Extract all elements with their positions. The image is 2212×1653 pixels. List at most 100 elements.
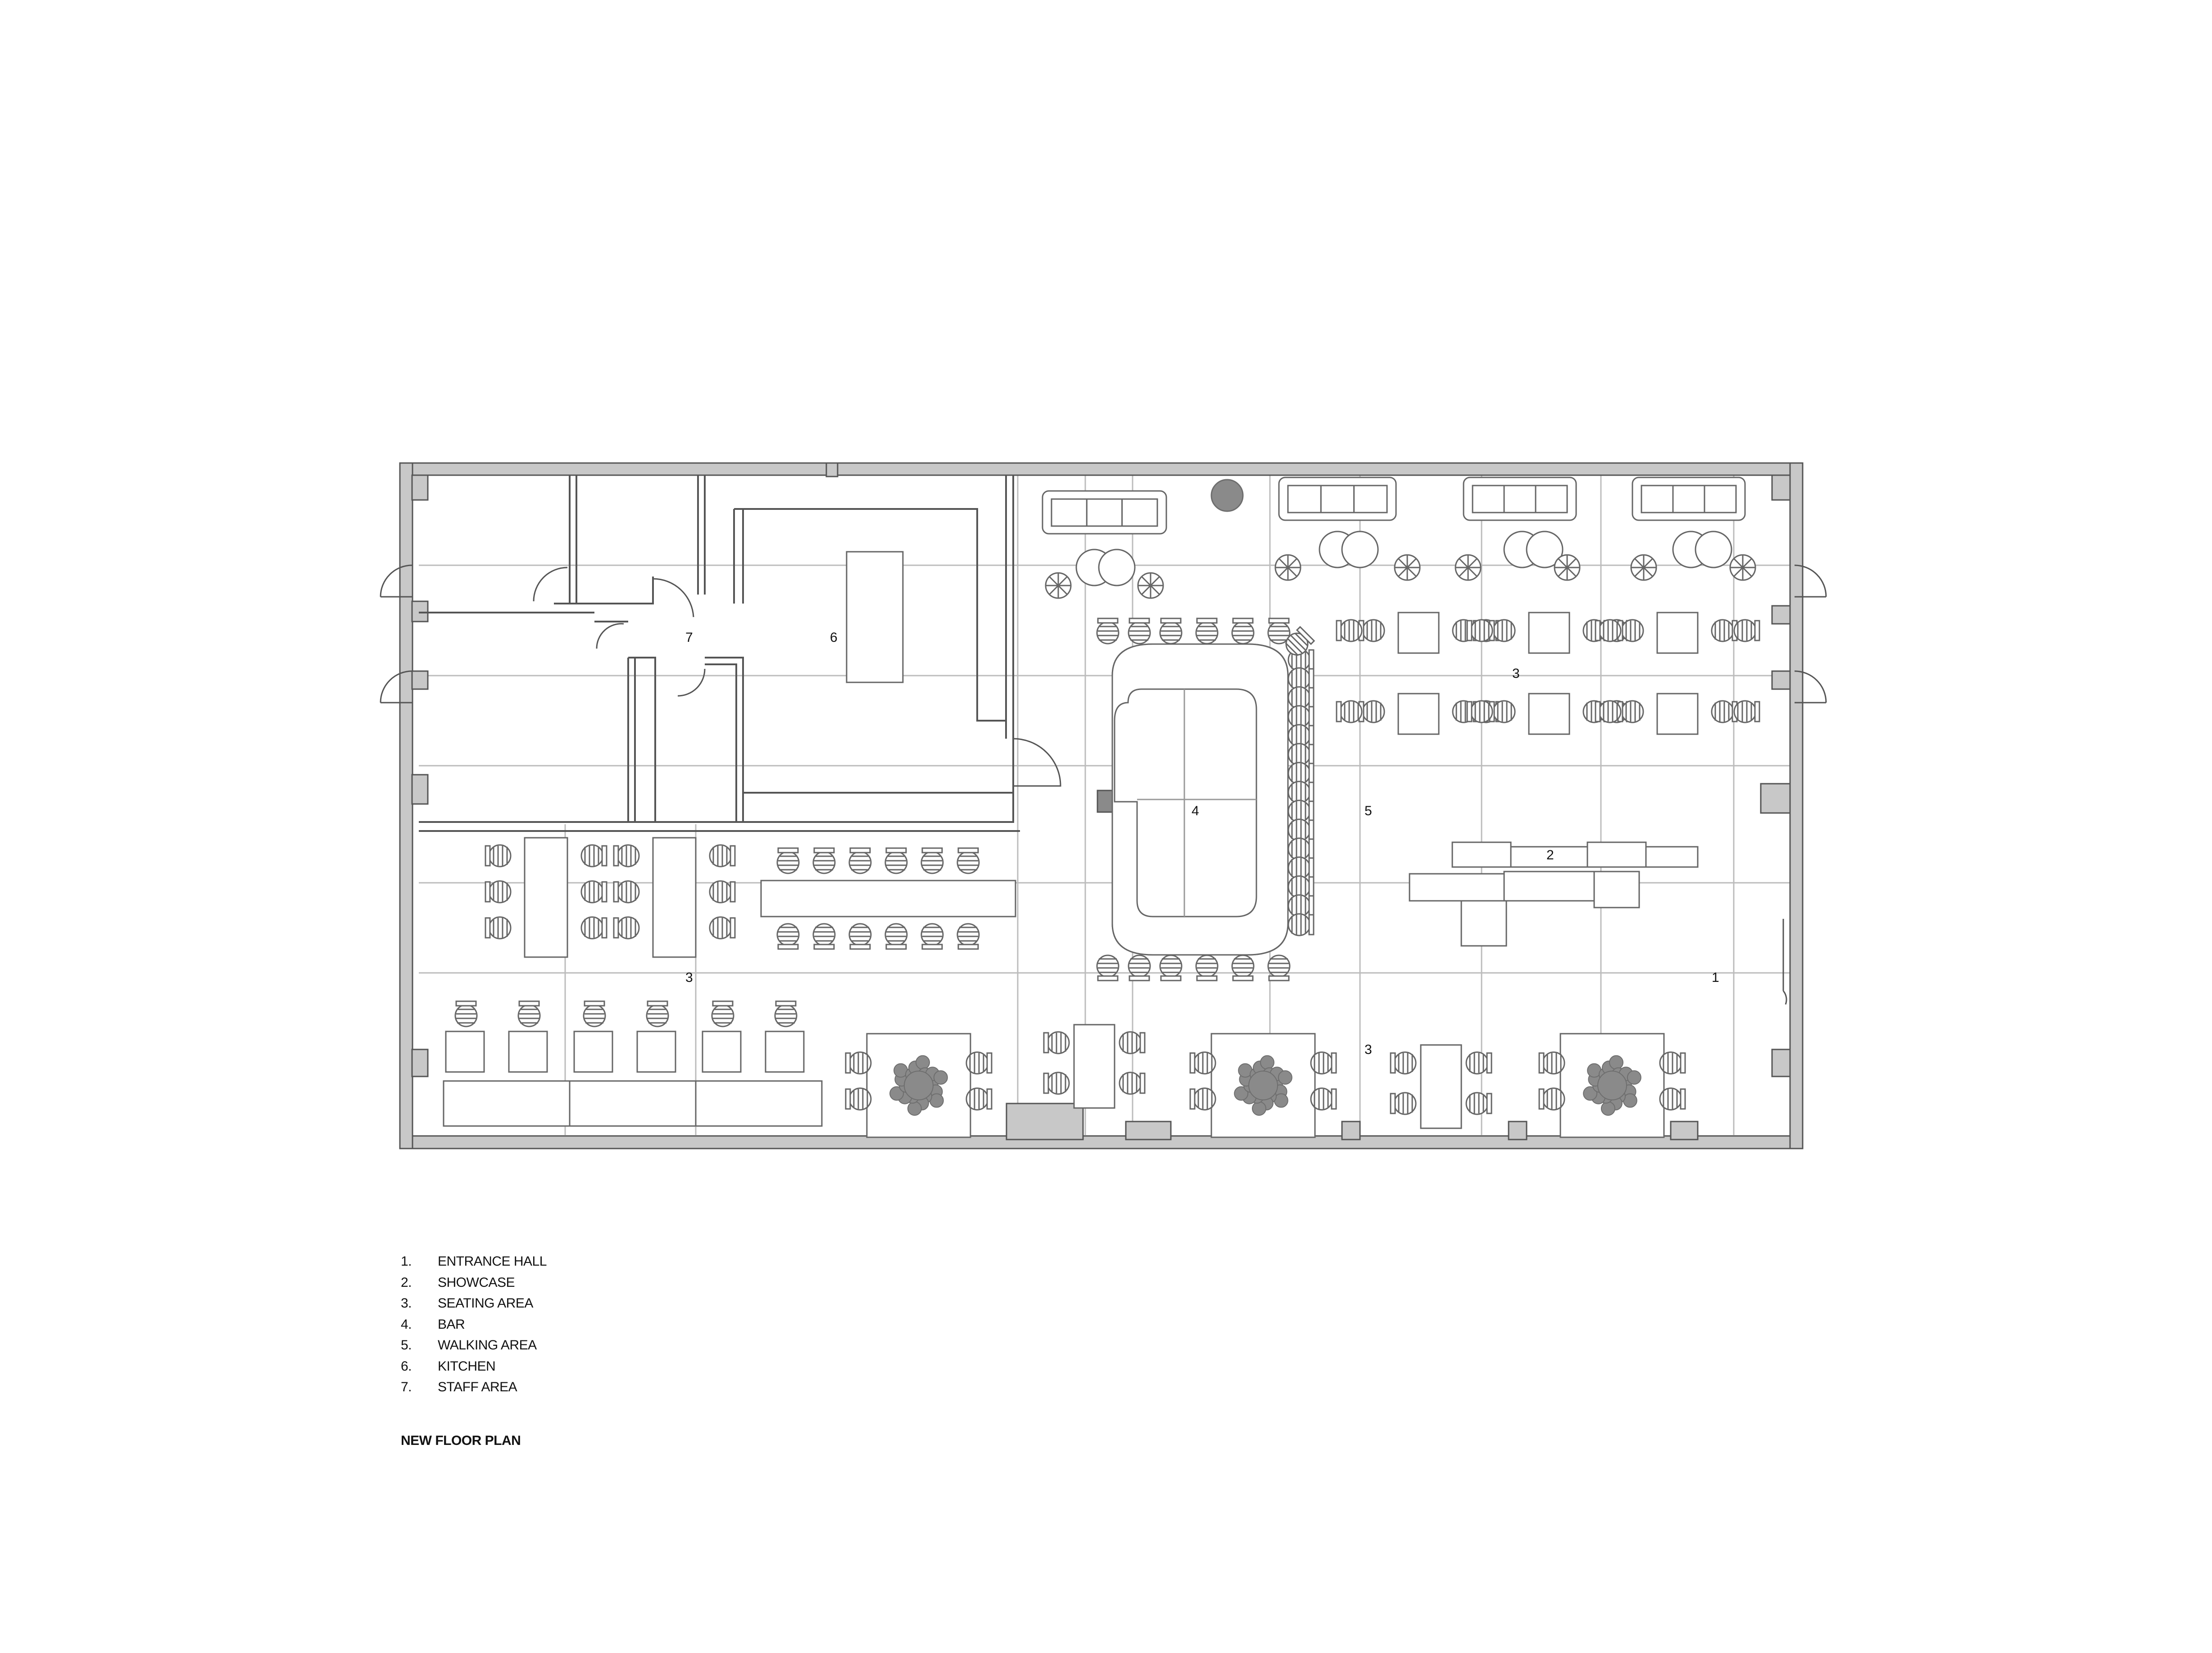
legend-number: 1. — [401, 1254, 412, 1269]
chair-lines — [493, 882, 508, 902]
door-swing — [653, 578, 694, 618]
chair-back — [921, 847, 943, 854]
chair — [1310, 1087, 1337, 1111]
partition-wall — [733, 509, 744, 604]
chair — [1390, 1051, 1417, 1075]
showcase-block — [1503, 871, 1595, 902]
bar-stool — [1267, 618, 1291, 645]
plant-leaf — [933, 1070, 948, 1085]
bar-stool — [1195, 618, 1219, 645]
chair-lines — [958, 926, 978, 942]
long-table — [524, 837, 568, 958]
armchair — [1630, 554, 1657, 581]
chair-lines — [1197, 626, 1217, 641]
chair-back — [1538, 1088, 1545, 1110]
chair-lines — [1291, 726, 1306, 745]
chair-back — [986, 1088, 993, 1110]
sofa-cushion — [1704, 485, 1737, 513]
chair — [1595, 619, 1622, 642]
chair-lines — [1291, 782, 1306, 802]
chair-lines — [584, 882, 599, 902]
sofa — [1463, 477, 1577, 521]
chair-lines — [969, 1089, 984, 1109]
chair-lines — [1314, 1053, 1329, 1073]
showcase-block — [1510, 846, 1588, 868]
chair-back — [849, 847, 871, 854]
wall-segment — [1006, 1103, 1084, 1140]
sofa-cushion — [1641, 485, 1674, 513]
chair — [884, 923, 908, 950]
chair-lines — [648, 1008, 667, 1024]
chair-lines — [1291, 896, 1306, 916]
chair-back — [613, 881, 619, 903]
chair — [956, 847, 980, 874]
chair-lines — [1469, 1094, 1484, 1113]
chair-lines — [1737, 621, 1752, 640]
partition-wall — [628, 657, 656, 822]
chair-back — [1331, 1052, 1337, 1074]
chair — [1733, 619, 1760, 642]
wall-segment — [1771, 474, 1791, 501]
plant-center — [904, 1071, 934, 1100]
partition-wall — [569, 475, 577, 604]
chair — [812, 847, 836, 874]
chair-back — [518, 1000, 540, 1007]
chair-lines — [1546, 1053, 1562, 1073]
armchair-lines — [1395, 555, 1420, 580]
armchair — [1137, 572, 1164, 599]
chair-lines — [1291, 858, 1306, 878]
chair-lines — [776, 1008, 796, 1024]
chair-back — [1043, 1072, 1049, 1094]
chair — [1465, 1051, 1492, 1075]
wall-segment — [1670, 1121, 1699, 1140]
legend-item: 7.STAFF AREA — [401, 1377, 547, 1398]
banquette-table — [573, 1031, 613, 1073]
chair-lines — [1344, 702, 1359, 722]
legend-label: ENTRANCE HALL — [438, 1254, 547, 1269]
chair — [1336, 619, 1363, 642]
chair-back — [1268, 618, 1290, 624]
chair-back — [1308, 895, 1315, 917]
chair — [485, 844, 512, 867]
chair-back — [1097, 618, 1119, 624]
chair-lines — [584, 846, 599, 866]
chair-lines — [814, 855, 834, 871]
chair-lines — [1291, 669, 1306, 689]
chair-lines — [1546, 1089, 1562, 1109]
chair — [1711, 700, 1738, 723]
communal-table — [760, 880, 1016, 917]
chair-back — [1680, 1088, 1686, 1110]
armchair-lines — [1138, 573, 1163, 598]
furniture — [443, 477, 1760, 1138]
bar-stool — [1231, 618, 1255, 645]
chair-lines — [1197, 958, 1217, 973]
chair — [517, 1000, 541, 1027]
legend-label: WALKING AREA — [438, 1338, 537, 1353]
chair — [920, 847, 944, 874]
room-number-label: 1 — [1712, 970, 1719, 985]
sofa-cushion — [1672, 485, 1705, 513]
chair-lines — [958, 855, 978, 871]
chair — [1119, 1031, 1146, 1054]
chair-lines — [1497, 702, 1512, 722]
chair — [485, 916, 512, 940]
plant-leaf — [907, 1101, 922, 1116]
chair — [580, 880, 607, 904]
chair-back — [957, 847, 979, 854]
plant-leaf — [1251, 1101, 1266, 1116]
chair-lines — [493, 846, 508, 866]
chair-lines — [1291, 839, 1306, 859]
chair-back — [1308, 763, 1315, 784]
chair-lines — [922, 926, 942, 942]
coffee-table — [1526, 531, 1564, 568]
chair — [454, 1000, 478, 1027]
wall-segment — [411, 670, 429, 690]
chair-back — [1296, 626, 1315, 645]
bar-stool — [1096, 618, 1120, 645]
chair-back — [730, 845, 736, 867]
showcase-block — [1460, 900, 1507, 947]
plant — [889, 1055, 948, 1116]
chair — [485, 880, 512, 904]
chair-back — [1160, 975, 1182, 981]
